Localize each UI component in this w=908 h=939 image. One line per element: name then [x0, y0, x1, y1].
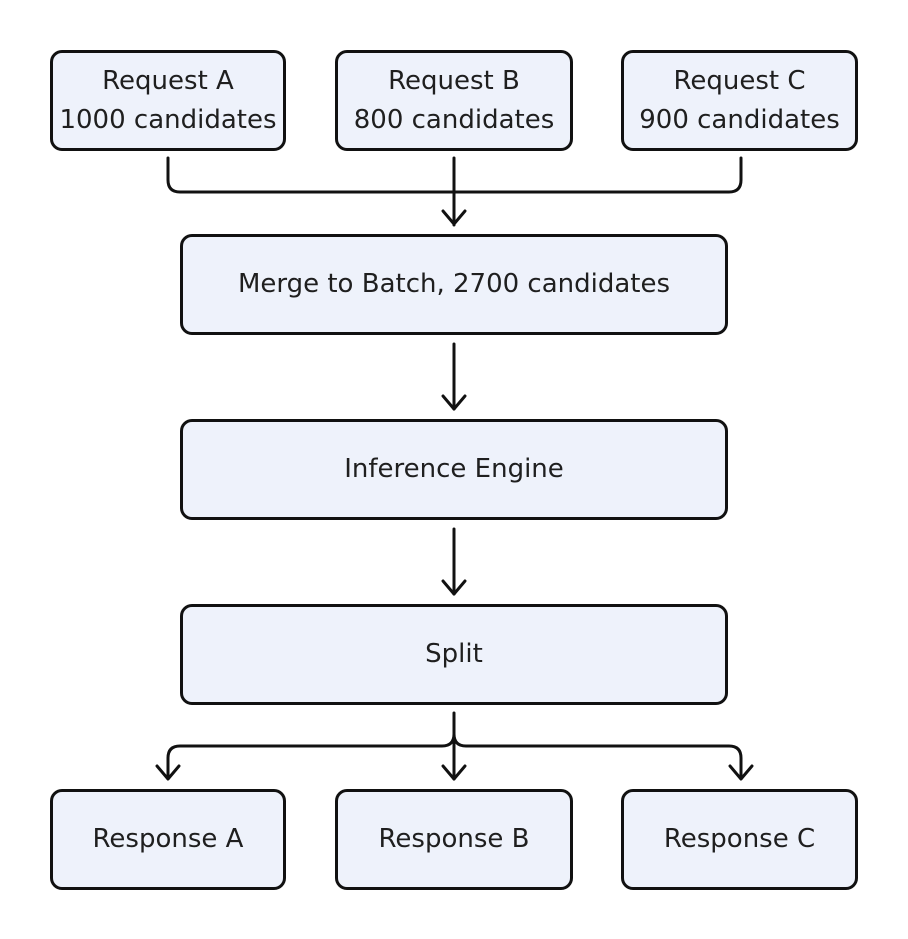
response-a-node: Response A: [50, 789, 286, 890]
split-branch: [166, 732, 743, 780]
request-b-node: Request B 800 candidates: [335, 50, 573, 151]
engine-label: Inference Engine: [344, 454, 564, 484]
response-b-node: Response B: [335, 789, 573, 890]
merge-label: Merge to Batch, 2700 candidates: [237, 269, 671, 299]
request-b-detail: 800 candidates: [353, 104, 555, 135]
arrowhead-split: [441, 579, 467, 596]
request-a-name: Request A: [102, 65, 234, 96]
request-c-node: Request C 900 candidates: [621, 50, 858, 151]
request-c-name: Request C: [673, 65, 806, 96]
arrowhead-response-c: [728, 764, 754, 781]
response-b-label: Response B: [378, 824, 530, 854]
request-a-detail: 1000 candidates: [59, 104, 277, 135]
inference-engine-node: Inference Engine: [180, 419, 728, 520]
merge-node: Merge to Batch, 2700 candidates: [180, 234, 728, 335]
request-a-node: Request A 1000 candidates: [50, 50, 286, 151]
response-c-node: Response C: [621, 789, 858, 890]
arrowhead-engine: [441, 394, 467, 411]
arrowhead-response-a: [155, 764, 181, 781]
split-node: Split: [180, 604, 728, 705]
response-c-label: Response C: [663, 824, 816, 854]
split-label: Split: [425, 639, 483, 669]
request-b-name: Request B: [388, 65, 520, 96]
arrowhead-response-b: [441, 764, 467, 781]
arrowhead-merge: [441, 209, 467, 226]
request-c-detail: 900 candidates: [639, 104, 840, 135]
response-a-label: Response A: [92, 824, 244, 854]
